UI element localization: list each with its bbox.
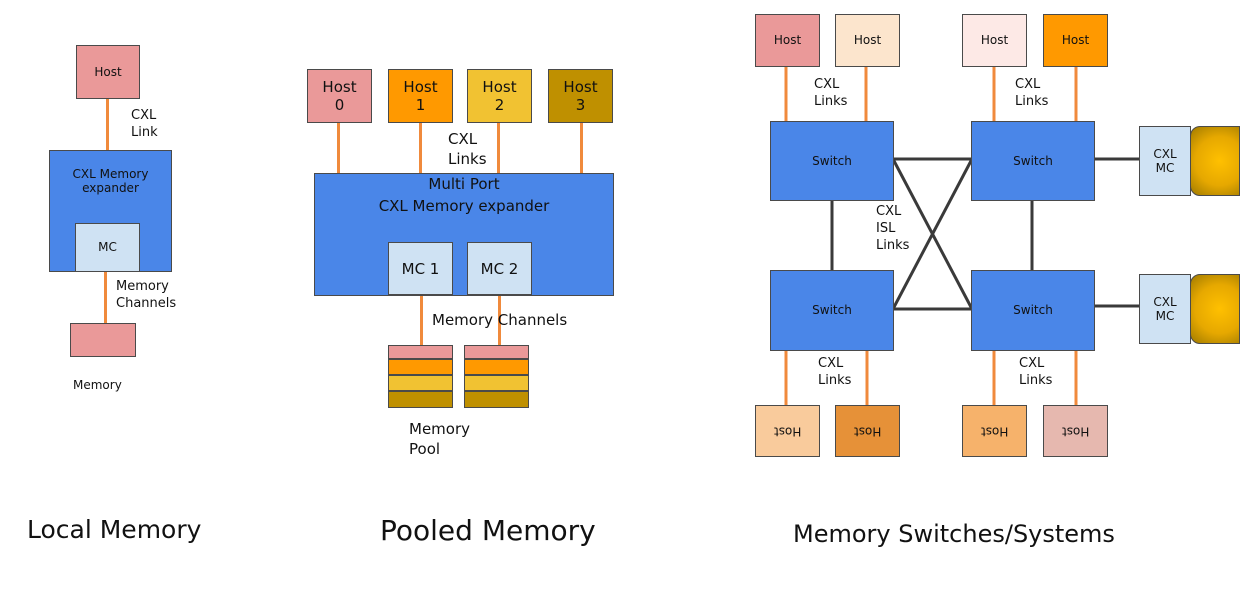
memory-switches-title: Memory Switches/Systems xyxy=(793,520,1115,548)
switch-mc-top: CXL MC xyxy=(1139,126,1191,196)
local-host-box: Host xyxy=(76,45,140,99)
pooled-memory-channels-label: Memory Channels xyxy=(432,311,568,329)
switch-bottom-host-2: Host xyxy=(835,405,900,457)
switch-top-left-links-label: CXL Links xyxy=(814,77,848,109)
switch-mc-bottom: CXL MC xyxy=(1139,274,1191,344)
pooled-host-0-box: Host 0 xyxy=(307,69,372,123)
switch-bottom-host-3: Host xyxy=(962,405,1027,457)
switch-top-host-2: Host xyxy=(835,14,900,67)
pooled-host-3-box: Host 3 xyxy=(548,69,613,123)
switch-bottom-right-links-label: CXL Links xyxy=(1019,356,1053,388)
switch-bottom-host-4: Host xyxy=(1043,405,1108,457)
pooled-host-2-box: Host 2 xyxy=(467,69,532,123)
switch-bottom-host-1: Host xyxy=(755,405,820,457)
switch-memory-bottom xyxy=(1190,274,1240,344)
local-cxl-link-label: CXL Link xyxy=(131,108,158,140)
pooled-host-1-box: Host 1 xyxy=(388,69,453,123)
local-memory-title: Local Memory xyxy=(27,515,202,544)
switch-top-right-links-label: CXL Links xyxy=(1015,77,1049,109)
switch-top-host-1: Host xyxy=(755,14,820,67)
pooled-mc-1-box: MC 1 xyxy=(388,242,453,295)
local-mc-box: MC xyxy=(75,223,140,272)
pooled-memory-title: Pooled Memory xyxy=(380,514,596,547)
switch-bottom-left-links-label: CXL Links xyxy=(818,356,852,388)
switch-top-host-3: Host xyxy=(962,14,1027,67)
switch-isl-links-label: CXL ISL Links xyxy=(874,204,912,255)
switch-top-right: Switch xyxy=(971,121,1095,201)
local-expander-label: CXL Memory expander xyxy=(72,167,149,196)
pooled-cxl-links-label: CXL Links xyxy=(448,130,487,168)
pooled-mc-2-box: MC 2 xyxy=(467,242,532,295)
pooled-memory-pool-label: Memory Pool xyxy=(409,420,471,458)
switch-top-left: Switch xyxy=(770,121,894,201)
local-memory-label: Memory xyxy=(73,378,122,392)
pooled-cxl-expander-box: Multi Port CXL Memory expander xyxy=(314,173,614,296)
switch-bottom-left: Switch xyxy=(770,270,894,351)
local-memory-channels-label: Memory Channels xyxy=(116,279,177,311)
switch-memory-top xyxy=(1190,126,1240,196)
pooled-expander-label: Multi Port CXL Memory expander xyxy=(378,175,550,215)
local-memory-box xyxy=(70,323,136,357)
switch-bottom-right: Switch xyxy=(971,270,1095,351)
switch-top-host-4: Host xyxy=(1043,14,1108,67)
